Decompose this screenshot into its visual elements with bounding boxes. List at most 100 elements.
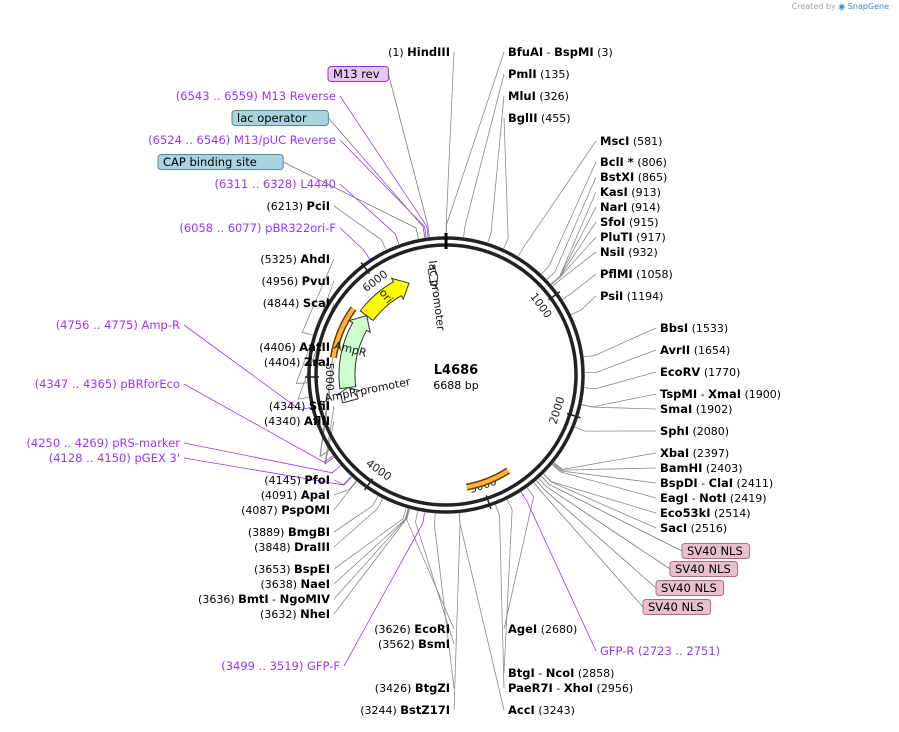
box-label-sv40-nls-4: SV40 NLS	[675, 562, 731, 576]
tick-label-2000: 2000	[547, 395, 568, 426]
leader-naei	[334, 509, 408, 584]
site-label-ahdi: (5325) AhdI	[260, 252, 330, 266]
leader-msci	[518, 141, 596, 256]
leader-mlui	[488, 96, 504, 242]
primer-label-pbr322ori-f: (6058 .. 6077) pBR322ori-F	[179, 221, 336, 235]
primer-label-prs-marker: (4250 .. 4269) pRS-marker	[26, 436, 180, 450]
site-label-nsii: NsiI (932)	[600, 245, 658, 259]
site-label-ecorv: EcoRV (1770)	[660, 365, 740, 379]
site-label-draiii: (3848) DraIII	[254, 540, 330, 554]
site-label-aatii: (4406) AatII	[259, 340, 330, 354]
site-label-nhei: (3632) NheI	[260, 607, 330, 621]
site-label-pluti: PluTI (917)	[600, 230, 666, 244]
site-label-naei: (3638) NaeI	[260, 577, 330, 591]
site-label-psii: PsiI (1194)	[600, 289, 663, 303]
site-label-smai: SmaI (1902)	[660, 402, 732, 416]
leader-hindiii	[446, 52, 454, 236]
site-label-btgi-ncoi: BtgI - NcoI (2858)	[508, 666, 614, 680]
site-label-xbai: XbaI (2397)	[660, 446, 729, 460]
primer-leader-l4440	[340, 184, 399, 244]
snapgene-logo-icon: ◉	[838, 2, 845, 11]
site-label-scai: (4844) ScaI	[263, 296, 330, 310]
site-label-bmti-ngomiv: (3636) BmtI - NgoMIV	[198, 592, 330, 606]
site-label-nari: NarI (914)	[600, 200, 660, 214]
site-label-avrii: AvrII (1654)	[660, 343, 730, 357]
site-label-sphi: SphI (2080)	[660, 424, 729, 438]
leader-bstz17i	[454, 513, 460, 710]
site-label-bbsi: BbsI (1533)	[660, 321, 728, 335]
feature-label-lac-promoter: lac promoter	[426, 260, 448, 332]
site-label-agei: AgeI (2680)	[508, 622, 577, 636]
box-label-cap-binding-site-2: CAP binding site	[163, 155, 257, 169]
primer-label-gfp-f: (3499 .. 3519) GFP-F	[221, 659, 340, 673]
primer-label-gfp-r: GFP-R (2723 .. 2751)	[600, 644, 720, 658]
plasmid-size: 6688 bp	[433, 379, 478, 392]
site-label-pspomi: (4087) PspOMI	[241, 503, 330, 517]
primer-label-pgex-3: (4128 .. 4150) pGEX 3'	[49, 451, 180, 465]
box-label-sv40-nls-5: SV40 NLS	[661, 581, 717, 595]
site-label-bmgbi: (3889) BmgBI	[248, 525, 330, 539]
box-leader-m13-rev-0	[388, 74, 429, 237]
site-label-aflii: (4340) AflII	[264, 414, 330, 428]
leader-acci	[459, 513, 504, 710]
leader-avrii	[585, 350, 656, 373]
primer-label-m13-puc-reverse: (6524 .. 6546) M13/pUC Reverse	[148, 133, 336, 147]
leader-bspdi-clai	[553, 464, 656, 483]
leader-psii	[571, 296, 596, 315]
site-label-pmli: PmlI (135)	[508, 67, 570, 81]
site-label-sfii: (4344) SfiI	[269, 399, 330, 413]
leader-kasi	[551, 192, 596, 284]
leader-bfuai-bspmi	[446, 52, 504, 236]
leader-bcli	[541, 162, 596, 274]
site-label-bsmi: (3562) BsmI	[378, 637, 450, 651]
leader-ecorv	[584, 372, 656, 389]
leader-xbai	[554, 453, 656, 469]
site-label-tspmi-xmai: TspMI - XmaI (1900)	[660, 387, 781, 401]
plasmid-center: L4686 6688 bp	[433, 363, 478, 392]
site-label-pvui: (4956) PvuI	[262, 274, 330, 288]
leader-pspomi	[334, 481, 357, 510]
leader-agei	[504, 488, 534, 629]
site-label-acci: AccI (3243)	[508, 703, 575, 717]
leader-nsii	[553, 252, 596, 286]
snapgene-credit: Created by ◉ SnapGene	[792, 2, 889, 11]
site-label-zrai: (4404) ZraI	[264, 355, 330, 369]
primer-leader-m13-reverse	[340, 96, 428, 237]
site-label-bcli: BclI * (806)	[600, 155, 667, 169]
leader-draiii	[334, 499, 383, 547]
leader-saci	[544, 474, 656, 528]
site-label-bspdi-clai: BspDI - ClaI (2411)	[660, 476, 773, 490]
site-label-pfoi: (4145) PfoI	[264, 473, 330, 487]
site-label-kasi: KasI (913)	[600, 185, 661, 199]
leader-sphi	[575, 427, 656, 431]
site-label-btgzi: (3426) BtgZI	[375, 681, 450, 695]
credit-prefix: Created by	[792, 2, 836, 11]
site-label-hindiii: (1) HindIII	[388, 45, 450, 59]
leader-pflmi	[563, 274, 596, 299]
box-leader-sv40-nls-4	[539, 478, 670, 569]
site-label-paer7i-xhoi: PaeR7I - XhoI (2956)	[508, 681, 633, 695]
leader-sfoi	[551, 222, 596, 284]
leader-smai	[582, 405, 656, 409]
leader-bbsi	[584, 328, 656, 357]
box-leader-sv40-nls-6	[534, 483, 643, 607]
box-leader-sv40-nls-5	[536, 481, 656, 588]
site-label-bstxi: BstXI (865)	[600, 170, 667, 184]
leader-bspei	[334, 508, 406, 569]
leader-paer7i-xhoi	[496, 505, 504, 688]
leader-bmti-ngomiv	[334, 509, 408, 599]
site-label-bglii: BglII (455)	[508, 111, 571, 125]
box-label-lac-operator-1: lac operator	[237, 111, 307, 125]
box-label-sv40-nls-6: SV40 NLS	[648, 600, 704, 614]
site-label-ecori: (3626) EcoRI	[374, 622, 450, 636]
primer-label-pbrforeco: (4347 .. 4365) pBRforEco	[35, 377, 180, 391]
site-label-pcii: (6213) PciI	[266, 199, 330, 213]
leader-bamhi	[553, 463, 656, 470]
primer-label-l4440: (6311 .. 6328) L4440	[215, 177, 336, 191]
site-label-saci: SacI (2516)	[660, 521, 727, 535]
leader-btgi-ncoi	[504, 500, 512, 673]
site-label-bstz17i: (3244) BstZ17I	[360, 703, 450, 717]
site-label-bfuai-bspmi: BfuAI - BspMI (3)	[508, 45, 613, 59]
site-label-pflmi: PflMI (1058)	[600, 267, 673, 281]
